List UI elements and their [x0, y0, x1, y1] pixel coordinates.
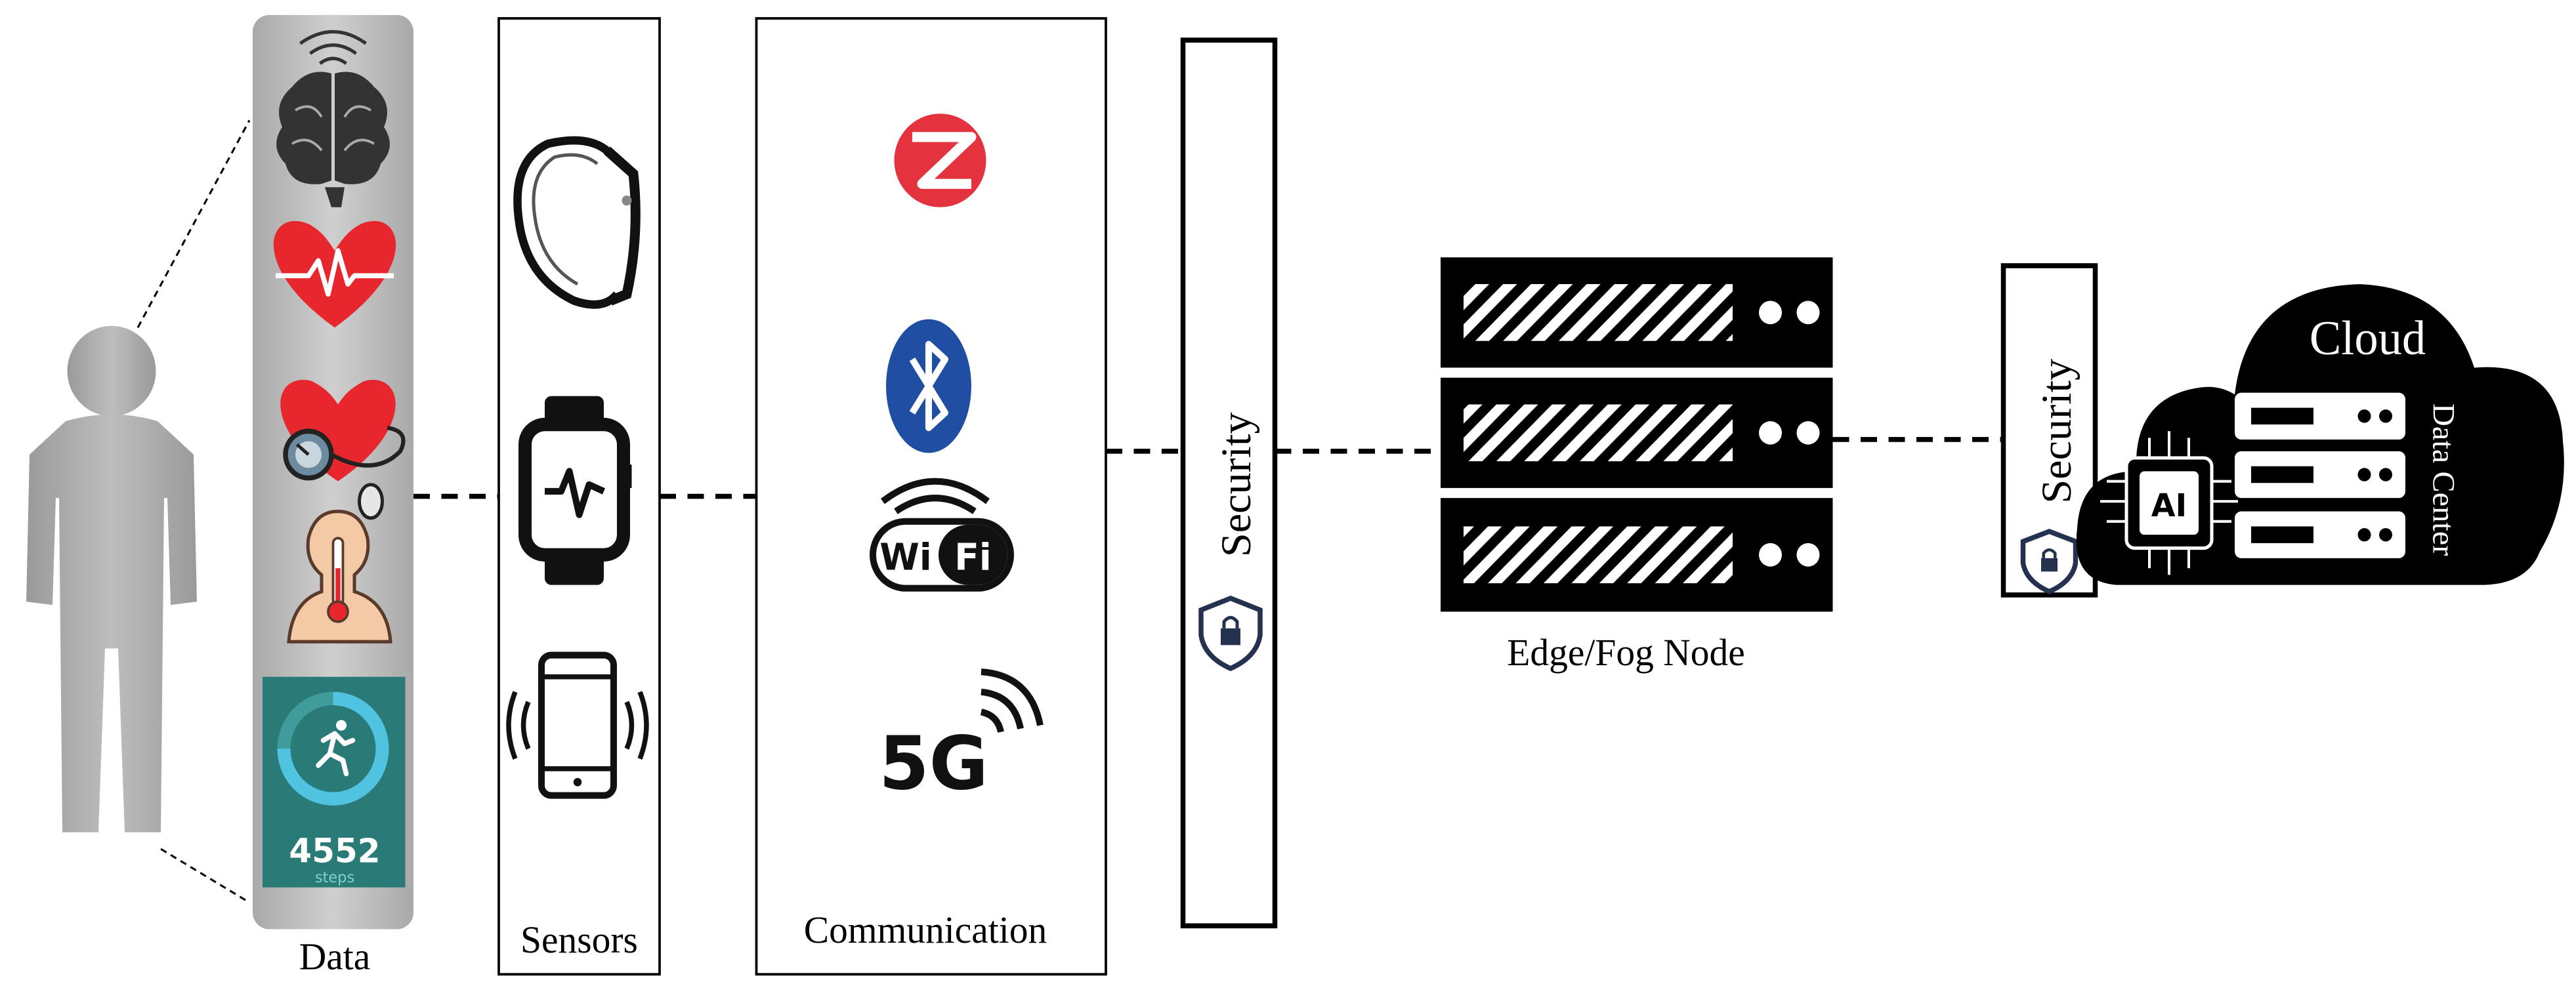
data-center-label: Data Center [2426, 403, 2460, 556]
security-box-1 [1180, 37, 1278, 929]
edge-fog-node-label: Edge/Fog Node [1507, 630, 1744, 674]
person-figure [26, 325, 197, 832]
brain-icon [276, 30, 390, 207]
smartwatch-icon [518, 396, 632, 585]
data-center-server-icon [2235, 392, 2405, 558]
connector-lines [413, 437, 2004, 499]
ai-label: AI [2151, 487, 2187, 525]
server-unit-1 [1441, 257, 1833, 368]
data-label: Data [299, 935, 371, 978]
5g-icon: 5G [879, 668, 1044, 807]
cloud-label: Cloud [2310, 311, 2426, 365]
zoom-line-bottom [160, 848, 250, 903]
steps-count: 4552 [289, 831, 380, 871]
security-label-1: Security [1214, 412, 1260, 557]
wifi-text-wi: Wi [879, 536, 932, 579]
steps-unit: steps [315, 869, 354, 886]
ai-chip-icon: AI [2100, 431, 2238, 575]
heart-rate-icon [273, 220, 396, 328]
shield-lock-icon [1198, 595, 1263, 672]
blood-pressure-icon [280, 380, 406, 520]
running-person-icon [316, 720, 356, 777]
server-unit-3 [1441, 498, 1833, 612]
wifi-icon: Wi Fi [870, 478, 1014, 592]
5g-text: 5G [879, 721, 988, 806]
communication-label: Communication [804, 908, 1047, 951]
shield-lock-icon-2 [2020, 529, 2079, 594]
server-unit-2 [1441, 377, 1833, 488]
step-counter-icon: 4552 steps [263, 676, 406, 888]
wifi-text-fi: Fi [954, 536, 991, 579]
edge-fog-server-icon [1441, 257, 1833, 612]
security-label-2: Security [2034, 359, 2080, 504]
zoom-line-top [137, 119, 251, 329]
zigbee-icon [894, 113, 986, 207]
eeg-headband-icon [513, 136, 641, 309]
cloud-icon: Cloud Data Center [2076, 284, 2564, 585]
thermometer-icon [287, 509, 392, 644]
smartphone-icon [506, 651, 649, 799]
sensors-label: Sensors [520, 918, 638, 962]
bluetooth-icon [886, 319, 971, 453]
